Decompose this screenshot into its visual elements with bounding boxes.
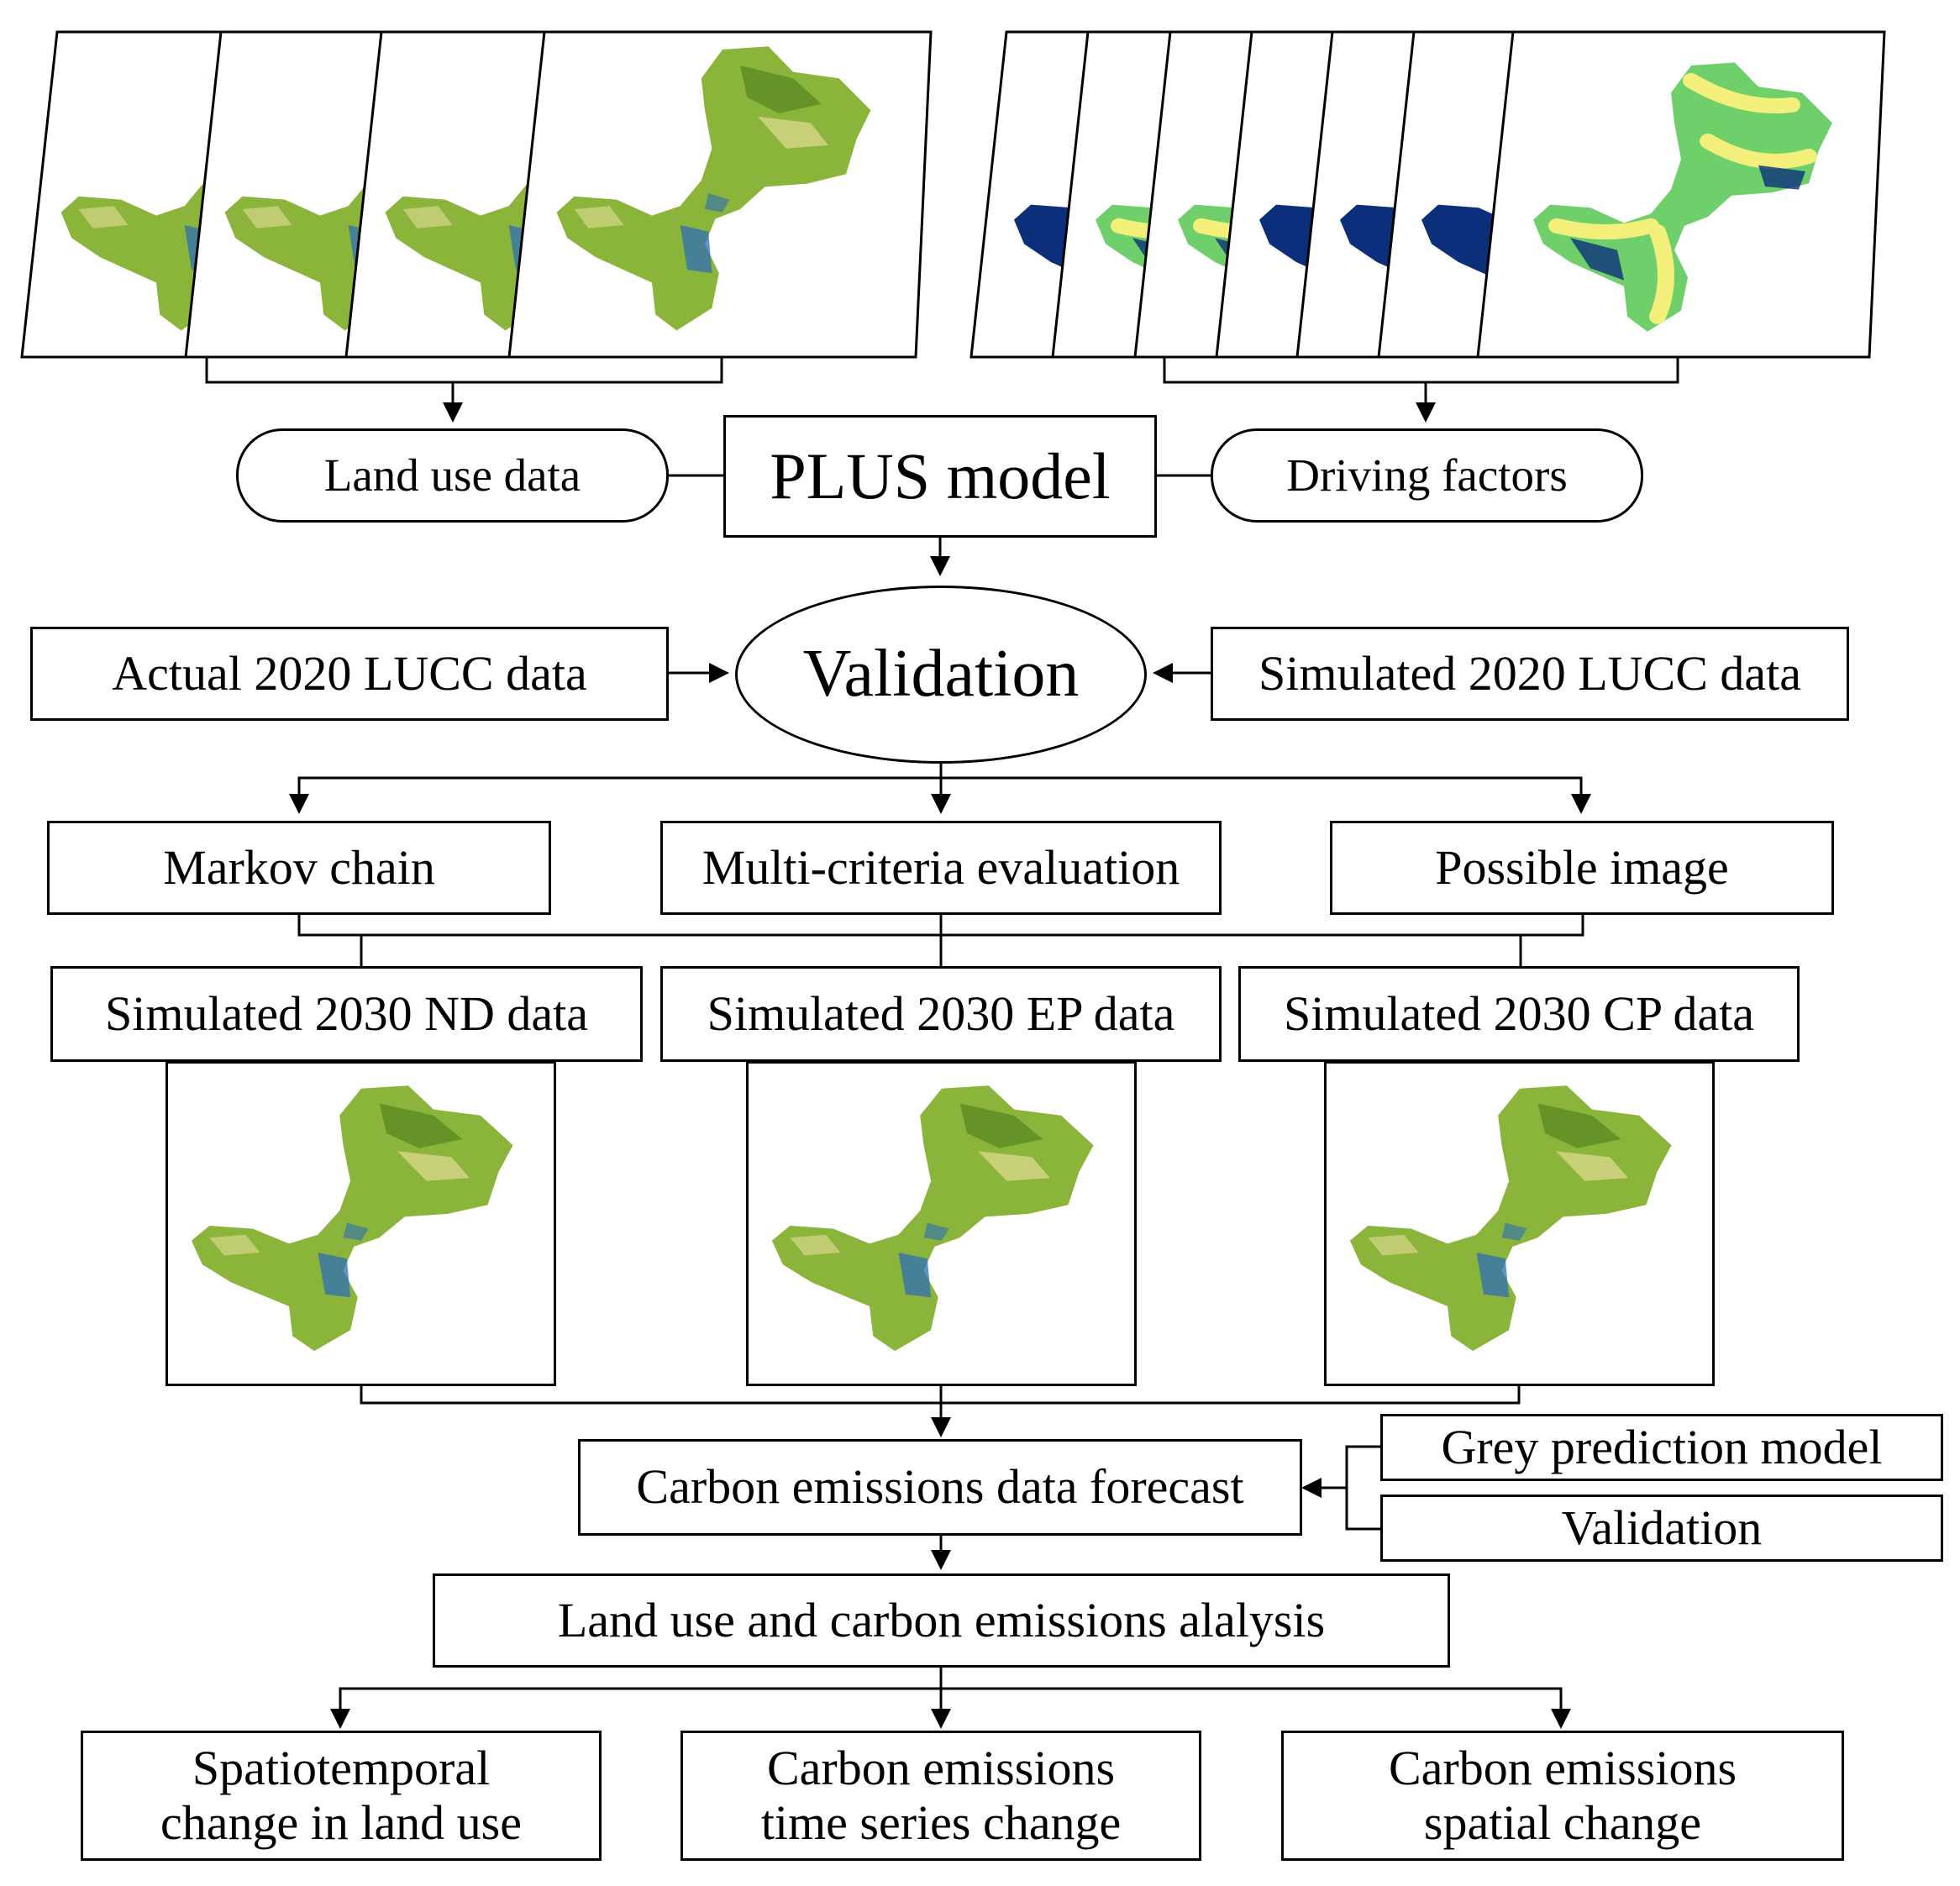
simulated-2030-cp-node: Simulated 2030 CP data	[1238, 966, 1800, 1062]
output-time-series-line1: Carbon emissions	[766, 1740, 1116, 1795]
actual-lucc-label: Actual 2020 LUCC data	[112, 645, 587, 701]
land-use-map-stack	[20, 30, 933, 359]
simulated-2030-nd-label: Simulated 2030 ND data	[104, 985, 589, 1041]
driving-factors-label: Driving factors	[1286, 449, 1568, 502]
land-use-data-node: Land use data	[236, 428, 669, 523]
simulated-2030-cp-label: Simulated 2030 CP data	[1283, 985, 1755, 1041]
land-use-map-icon	[191, 1085, 513, 1352]
output-land-use-node: Spatiotemporal change in land use	[81, 1731, 602, 1861]
validation-main-node: Validation	[735, 586, 1147, 764]
ep-map-frame	[746, 1061, 1137, 1386]
nd-map-frame	[166, 1061, 556, 1386]
output-land-use-line2: change in land use	[160, 1794, 522, 1850]
grey-prediction-node: Grey prediction model	[1380, 1414, 1943, 1481]
validation-side-label: Validation	[1561, 1500, 1763, 1555]
markov-chain-label: Markov chain	[163, 839, 435, 895]
cp-map-frame	[1324, 1061, 1715, 1386]
multi-criteria-evaluation-node: Multi-criteria evaluation	[660, 821, 1222, 915]
grey-prediction-label: Grey prediction model	[1441, 1419, 1883, 1474]
output-time-series-node: Carbon emissions time series change	[680, 1731, 1201, 1861]
simulated-lucc-node: Simulated 2020 LUCC data	[1211, 627, 1849, 721]
plus-model-node: PLUS model	[723, 415, 1157, 538]
validation-main-label: Validation	[802, 637, 1080, 712]
output-land-use-line1: Spatiotemporal	[192, 1740, 491, 1795]
actual-lucc-node: Actual 2020 LUCC data	[30, 627, 669, 721]
land-use-map-icon	[771, 1085, 1094, 1352]
land-use-map-icon	[1349, 1085, 1672, 1352]
carbon-forecast-label: Carbon emissions data forecast	[636, 1459, 1244, 1515]
multi-criteria-evaluation-label: Multi-criteria evaluation	[702, 839, 1180, 895]
carbon-forecast-node: Carbon emissions data forecast	[578, 1439, 1302, 1536]
simulated-2030-ep-label: Simulated 2030 EP data	[707, 985, 1175, 1041]
possible-image-node: Possible image	[1330, 821, 1834, 915]
land-use-data-label: Land use data	[323, 449, 581, 502]
simulated-2030-ep-node: Simulated 2030 EP data	[660, 966, 1222, 1062]
simulated-2030-nd-node: Simulated 2030 ND data	[50, 966, 643, 1062]
plus-model-label: PLUS model	[770, 439, 1111, 513]
output-spatial-line1: Carbon emissions	[1388, 1740, 1737, 1795]
simulated-lucc-label: Simulated 2020 LUCC data	[1258, 645, 1801, 701]
driving-factor-map-stack	[969, 30, 1886, 359]
markov-chain-node: Markov chain	[47, 821, 551, 915]
possible-image-label: Possible image	[1435, 839, 1729, 895]
output-spatial-line2: spatial change	[1423, 1794, 1702, 1850]
driving-factors-node: Driving factors	[1211, 428, 1643, 523]
validation-side-node: Validation	[1380, 1495, 1943, 1562]
output-spatial-node: Carbon emissions spatial change	[1281, 1731, 1844, 1861]
output-time-series-line2: time series change	[760, 1794, 1122, 1850]
analysis-node: Land use and carbon emissions alalysis	[433, 1573, 1450, 1668]
analysis-label: Land use and carbon emissions alalysis	[557, 1592, 1326, 1647]
